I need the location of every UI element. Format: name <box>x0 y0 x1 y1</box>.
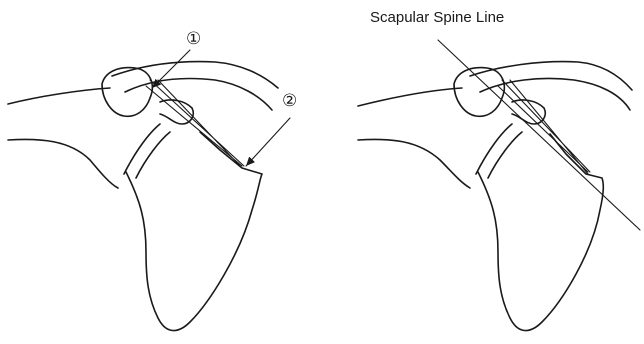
marker-1-arrow <box>152 50 190 88</box>
left-humerus <box>8 88 118 188</box>
right-shoulder-drawing <box>358 62 632 331</box>
marker-2-label: ② <box>282 91 297 111</box>
scapular-spine-line-group: Scapular Spine Line <box>370 9 640 230</box>
marker-2-arrow <box>246 118 290 166</box>
marker-1-label: ① <box>186 29 201 49</box>
left-glenoid <box>124 124 170 178</box>
right-humerus <box>358 88 470 188</box>
right-clavicle <box>470 62 632 110</box>
left-humeral-head <box>102 68 152 117</box>
right-humeral-head <box>454 68 504 117</box>
left-shoulder-drawing <box>8 62 278 331</box>
marker-2-group: ② <box>246 91 297 166</box>
right-scapular-spine <box>498 80 590 174</box>
left-scapula-body <box>126 132 262 331</box>
scapular-spine-line-label: Scapular Spine Line <box>370 9 504 26</box>
right-glenoid <box>476 124 522 178</box>
scapular-spine-line <box>438 40 640 230</box>
